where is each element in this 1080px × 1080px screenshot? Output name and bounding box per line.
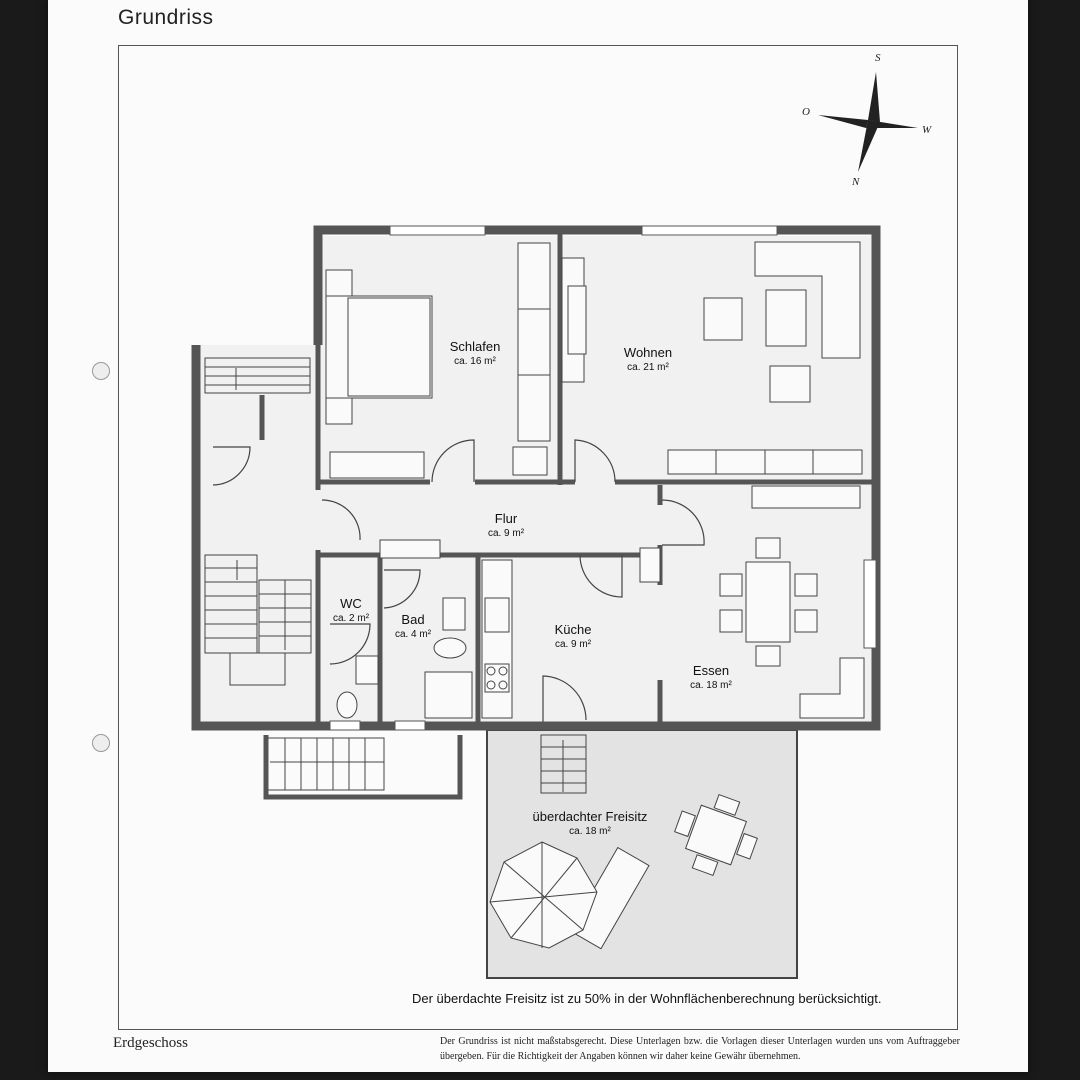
room-label-wohnen: Wohnen ca. 21 m² <box>603 345 693 375</box>
doors <box>212 439 705 722</box>
room-label-wc: WC ca. 2 m² <box>322 596 380 626</box>
room-area: ca. 21 m² <box>627 362 669 373</box>
page-title: Grundriss <box>118 6 214 29</box>
room-name: Flur <box>494 511 518 526</box>
compass-south-letter: S <box>875 52 881 64</box>
room-name: überdachter Freisitz <box>532 809 648 824</box>
room-name: Wohnen <box>623 345 673 360</box>
plan-frame <box>118 45 958 1030</box>
disclaimer-text: Der Grundriss ist nicht maßstabsgerecht.… <box>440 1036 960 1062</box>
room-area: ca. 4 m² <box>394 629 432 640</box>
room-name: Küche <box>554 622 592 637</box>
punch-hole <box>92 362 110 380</box>
room-label-freisitz: überdachter Freisitz ca. 18 m² <box>510 809 670 839</box>
room-name: Essen <box>692 663 730 678</box>
room-area: ca. 18 m² <box>569 826 611 837</box>
room-name: Bad <box>401 612 425 627</box>
compass-west-letter: W <box>922 124 932 136</box>
windows <box>329 225 877 731</box>
terrace-note: Der überdachte Freisitz ist zu 50% in de… <box>412 991 882 1006</box>
room-area: ca. 16 m² <box>454 356 496 367</box>
room-name: Schlafen <box>449 339 501 354</box>
interior-walls <box>259 232 872 724</box>
room-area: ca. 2 m² <box>332 613 370 624</box>
room-name: WC <box>340 596 362 611</box>
furniture <box>325 241 865 950</box>
room-label-kueche: Küche ca. 9 m² <box>528 622 618 652</box>
outer-walls <box>191 225 881 731</box>
compass-north-letter: N <box>852 176 860 188</box>
compass-rose <box>818 72 918 172</box>
room-label-flur: Flur ca. 9 m² <box>461 511 551 541</box>
room-area: ca. 9 m² <box>487 528 525 539</box>
room-area: ca. 9 m² <box>554 639 592 650</box>
room-area: ca. 18 m² <box>690 680 732 691</box>
room-label-bad: Bad ca. 4 m² <box>383 612 443 642</box>
outside-stair <box>267 737 385 791</box>
stairs <box>204 357 312 686</box>
room-label-schlafen: Schlafen ca. 16 m² <box>430 339 520 369</box>
compass-east-letter: O <box>802 106 810 118</box>
terrace-stair <box>540 734 587 794</box>
room-label-essen: Essen ca. 18 m² <box>666 663 756 693</box>
punch-hole <box>92 734 110 752</box>
floor-name: Erdgeschoss <box>113 1035 188 1051</box>
